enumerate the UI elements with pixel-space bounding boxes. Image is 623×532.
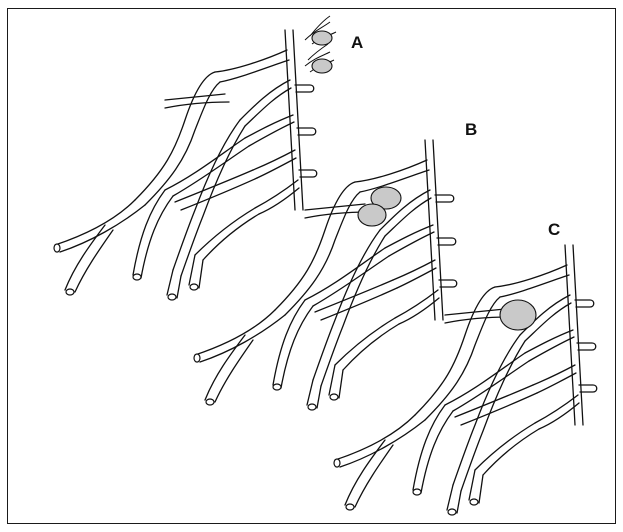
plexus-panel-b (194, 140, 457, 410)
rupture-neuroma-b (358, 187, 401, 226)
avulsion-lesion-a (305, 16, 336, 73)
plexus-panel-c (334, 245, 597, 515)
plexus-panel-a (54, 30, 317, 300)
neuroma-in-continuity-c (500, 300, 536, 330)
